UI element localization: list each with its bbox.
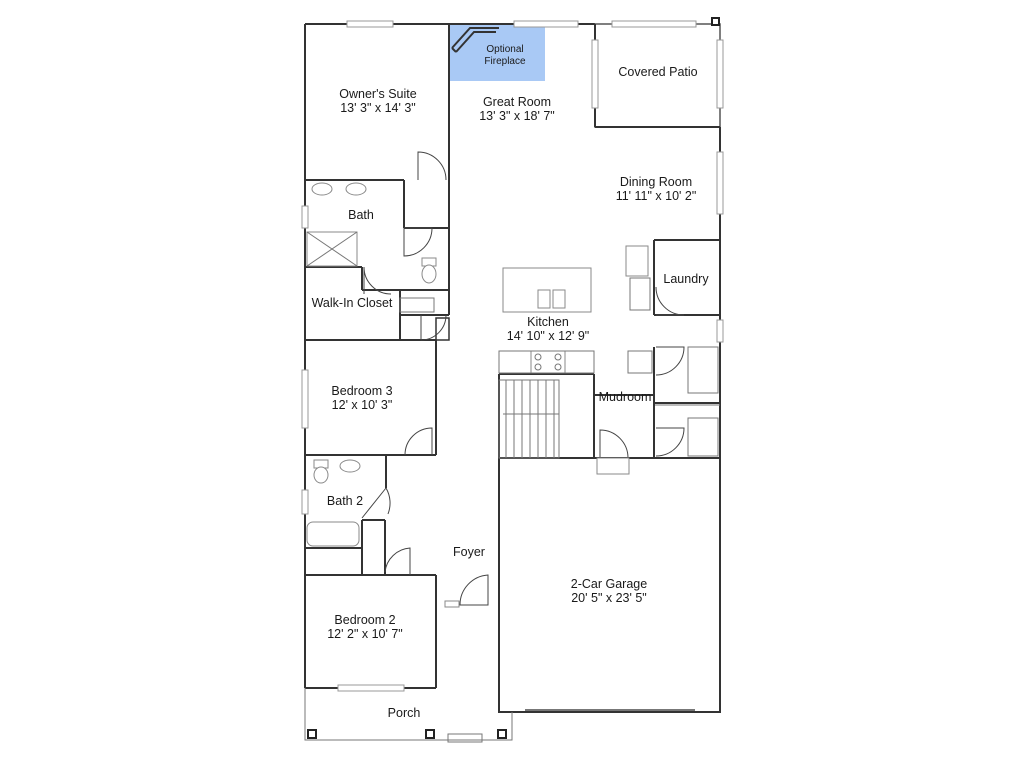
dining-room-dims: 11' 11" x 10' 2": [616, 189, 697, 203]
covered-patio-name: Covered Patio: [618, 65, 697, 79]
bedroom-3-name: Bedroom 3: [331, 384, 392, 398]
windows: [301, 20, 724, 692]
room-labels: Optional Fireplace Owner's Suite 13' 3" …: [312, 44, 710, 720]
kitchen-name: Kitchen: [527, 315, 569, 329]
laundry-name: Laundry: [663, 272, 709, 286]
bath-name: Bath: [348, 208, 374, 222]
bath-2-name: Bath 2: [327, 494, 363, 508]
dining-room-name: Dining Room: [620, 175, 692, 189]
staircase: [498, 379, 560, 459]
optional-fireplace-area[interactable]: [449, 25, 545, 81]
kitchen-dims: 14' 10" x 12' 9": [507, 329, 589, 343]
great-room-name: Great Room: [483, 95, 551, 109]
bedroom-2-name: Bedroom 2: [334, 613, 395, 627]
garage-dims: 20' 5" x 23' 5": [571, 591, 647, 605]
garage-name: 2-Car Garage: [571, 577, 647, 591]
doors: [361, 151, 719, 608]
walk-in-closet-name: Walk-In Closet: [312, 296, 393, 310]
owners-suite-name: Owner's Suite: [339, 87, 416, 101]
porch-name: Porch: [388, 706, 421, 720]
foyer-name: Foyer: [453, 545, 485, 559]
fixtures: [306, 17, 720, 743]
bedroom-2-dims: 12' 2" x 10' 7": [327, 627, 403, 641]
optional-fireplace-label-1: Optional: [486, 44, 523, 55]
owners-suite-dims: 13' 3" x 14' 3": [340, 101, 416, 115]
great-room-dims: 13' 3" x 18' 7": [479, 109, 555, 123]
mudroom-name: Mudroom: [599, 390, 652, 404]
optional-fireplace-label-2: Fireplace: [484, 56, 526, 67]
bedroom-3-dims: 12' x 10' 3": [332, 398, 393, 412]
